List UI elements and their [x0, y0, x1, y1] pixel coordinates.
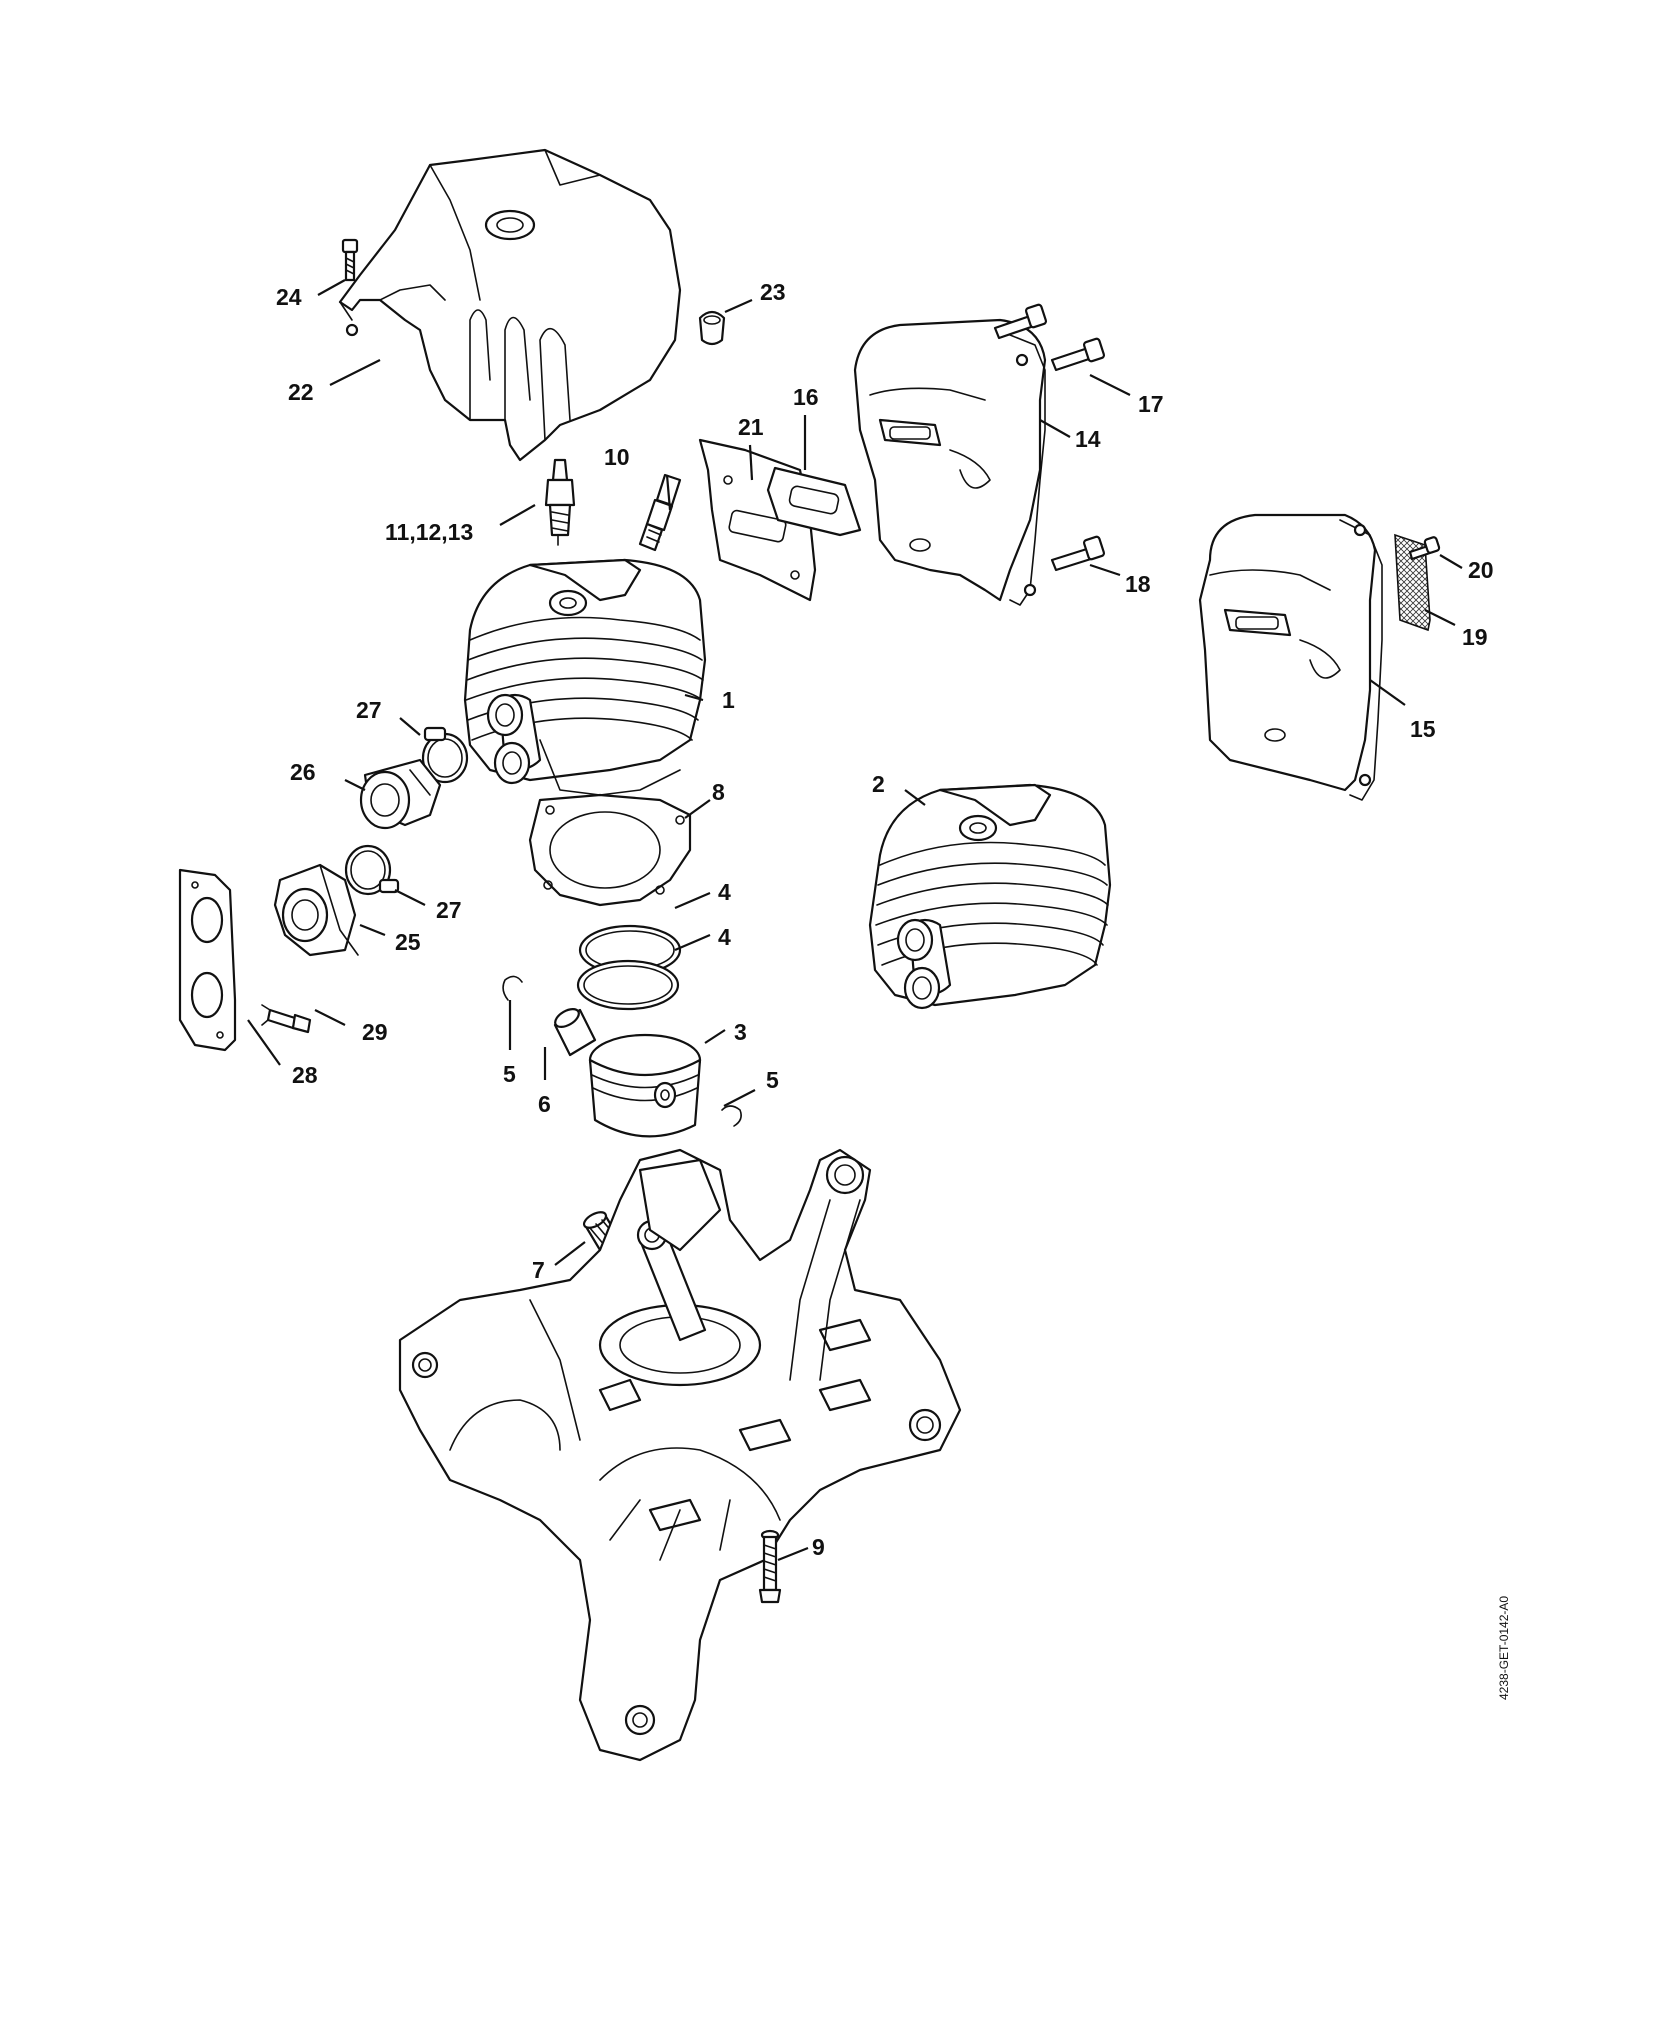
callout-16: 16 [793, 384, 819, 410]
muffler-screw-upper [993, 303, 1106, 372]
callout-25: 25 [395, 929, 421, 955]
leader-lines [247, 279, 1463, 1562]
callout-27-lower: 27 [436, 897, 462, 923]
callout-29: 29 [362, 1019, 388, 1045]
callout-labels: 1 2 3 4 4 5 6 5 7 8 9 10 11,12,13 14 15 … [276, 279, 1494, 1560]
grommet [698, 310, 726, 346]
cylinder [463, 558, 707, 796]
callout-23: 23 [760, 279, 786, 305]
screen-screw [1408, 536, 1441, 561]
callout-17: 17 [1138, 391, 1164, 417]
crankcase [398, 1148, 962, 1762]
intake-plate [178, 868, 237, 1052]
circlip-left [502, 975, 523, 1001]
hose-clamp-lower [344, 844, 400, 896]
cylinder-base-gasket [528, 793, 692, 907]
callout-4-lower: 4 [718, 924, 731, 950]
callout-28: 28 [292, 1062, 318, 1088]
muffler-gasket [766, 466, 862, 537]
callout-10: 10 [604, 444, 630, 470]
callout-20: 20 [1468, 557, 1494, 583]
muffler-variant [1198, 513, 1383, 801]
callout-2: 2 [872, 771, 885, 797]
cover-screw [341, 238, 359, 282]
hose-clamp-upper [421, 726, 469, 784]
callout-11-12-13: 11,12,13 [385, 519, 473, 545]
callout-5-right: 5 [766, 1067, 779, 1093]
callout-5-left: 5 [503, 1061, 516, 1087]
callout-7: 7 [532, 1257, 545, 1283]
spark-arrestor-screen [1394, 533, 1431, 632]
callout-18: 18 [1125, 571, 1151, 597]
piston [588, 1033, 702, 1138]
spark-plug [544, 458, 576, 546]
callout-26: 26 [290, 759, 316, 785]
callout-19: 19 [1462, 624, 1488, 650]
muffler-screw-lower [1050, 535, 1106, 572]
callout-9: 9 [812, 1534, 825, 1560]
muffler [853, 318, 1047, 606]
cylinder-variant [868, 783, 1112, 1010]
callout-8: 8 [712, 779, 725, 805]
callout-24: 24 [276, 284, 302, 310]
callout-1: 1 [722, 687, 735, 713]
callout-21: 21 [738, 414, 764, 440]
decompression-valve [638, 473, 682, 552]
callout-14: 14 [1075, 426, 1101, 452]
piston-rings [576, 924, 682, 1011]
carburetor-flange [273, 863, 359, 957]
drawing-code: 4238-GET-0142-A0 [1497, 1596, 1511, 1700]
crankcase-screw [758, 1529, 782, 1604]
piston-pin [553, 1008, 597, 1057]
callout-27-upper: 27 [356, 697, 382, 723]
callout-6: 6 [538, 1091, 551, 1117]
callout-4-upper: 4 [718, 879, 731, 905]
callout-3: 3 [734, 1019, 747, 1045]
circlip-right [721, 1105, 742, 1127]
callout-22: 22 [288, 379, 314, 405]
shroud-cover [338, 148, 682, 462]
impulse-nipple [261, 1004, 312, 1034]
callout-15: 15 [1410, 716, 1436, 742]
intake-manifold [359, 758, 442, 830]
